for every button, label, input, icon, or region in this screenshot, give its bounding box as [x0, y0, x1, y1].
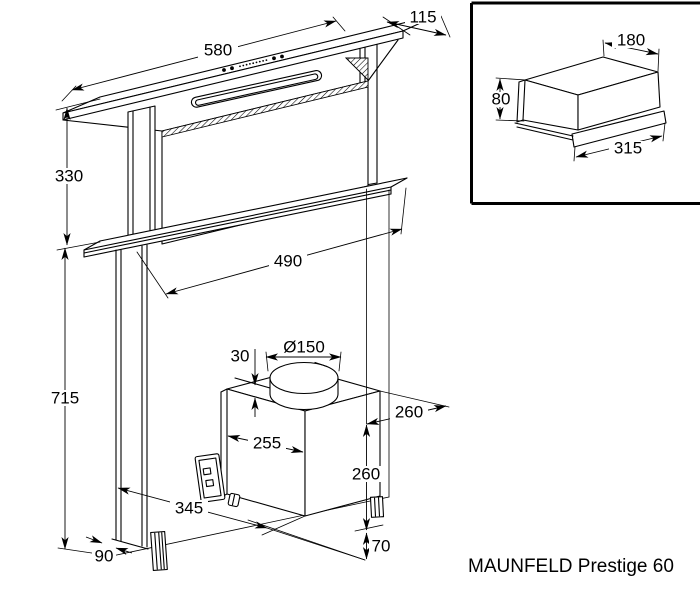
inset-duct-box-view: 180 80 315: [470, 1, 700, 205]
dim-label-foot-clearance: 70: [372, 536, 391, 555]
dimension-labels: 580 115 330 715 490 Ø150 30 255 260 260 …: [47, 7, 441, 565]
duct-collar: [269, 361, 339, 411]
inset-dimension-labels: 180 80 315: [488, 30, 650, 157]
duct-adapter-box: [514, 56, 667, 148]
model-caption: MAUNFELD Prestige 60: [468, 556, 674, 577]
dim-label-inset-height: 80: [492, 89, 511, 108]
dim-label-floor-distance: 345: [175, 498, 203, 517]
base-plate: [83, 177, 408, 258]
hood-main-view: 580 115 330 715 490 Ø150 30 255 260 260 …: [47, 7, 451, 571]
dim-label-chimney-depth: 90: [95, 546, 114, 565]
dim-label-box-depth: 260: [395, 402, 423, 421]
dim-label-hood-height: 330: [55, 166, 83, 185]
end-bracket: [344, 57, 369, 82]
left-post: [127, 105, 156, 245]
inset-extension-lines: [495, 39, 666, 162]
chimney-column: [111, 244, 149, 550]
dim-label-inset-width: 180: [617, 30, 645, 49]
front-foot: [227, 492, 241, 508]
dim-label-top-depth: 115: [409, 7, 436, 26]
right-foot: [369, 496, 385, 518]
hatch-band: [161, 80, 369, 138]
inset-border: [470, 1, 700, 205]
dim-label-chimney-height: 715: [51, 388, 79, 407]
dim-label-box-height: 260: [352, 464, 380, 483]
dim-label-cutout-width: 490: [274, 251, 302, 270]
dim-label-collar-height: 30: [231, 346, 250, 365]
top-slab: [62, 13, 441, 121]
dim-label-inset-length: 315: [614, 138, 642, 157]
dim-label-top-width: 580: [204, 40, 232, 59]
dim-label-duct-diameter: Ø150: [283, 337, 325, 356]
left-foot: [150, 531, 168, 571]
dim-label-box-width: 255: [253, 433, 281, 452]
